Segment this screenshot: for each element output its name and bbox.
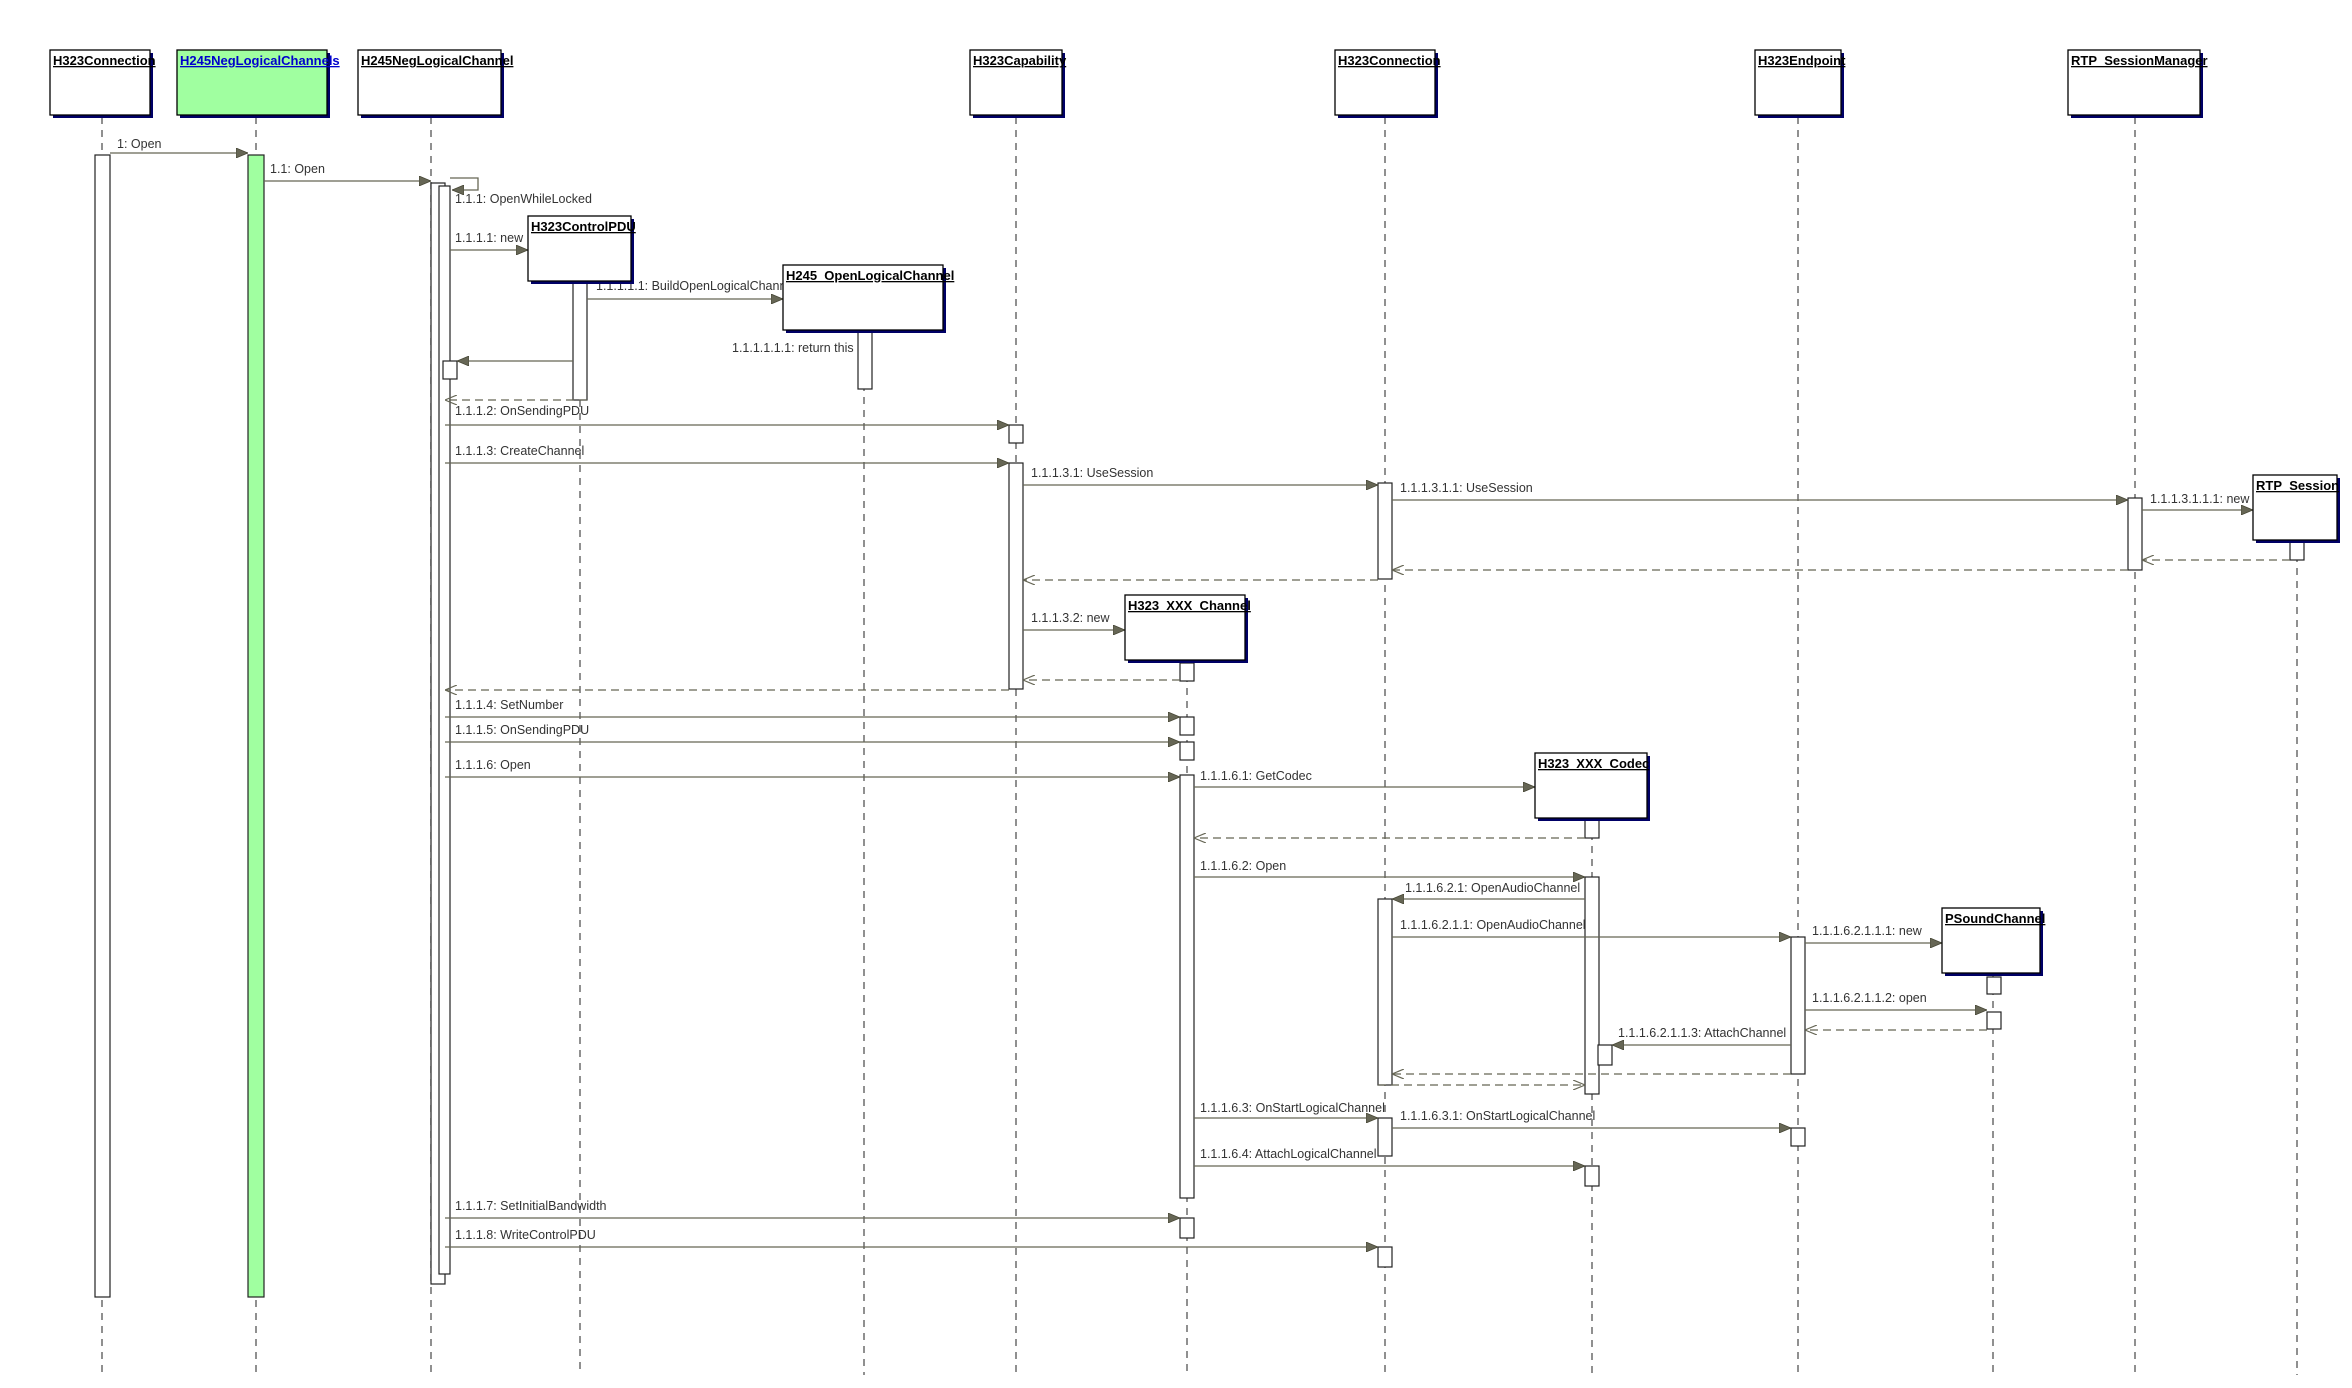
activation-bar xyxy=(1597,1044,1613,1066)
activation-bars xyxy=(94,154,2305,1298)
object-box xyxy=(782,264,944,331)
message-label: 1.1.1.3.1.1.1: new xyxy=(2150,492,2250,506)
activation-bar xyxy=(438,185,451,1275)
message-label: 1.1.1.6.2.1: OpenAudioChannel xyxy=(1405,881,1580,895)
activation-bar xyxy=(1986,976,2002,995)
message-label: 1.1.1.6.2.1.1.3: AttachChannel xyxy=(1618,1026,1786,1040)
object-box xyxy=(357,49,502,116)
object-name: H245_OpenLogicalChannel xyxy=(786,268,954,283)
message-label: 1.1.1.3.2: new xyxy=(1031,611,1111,625)
activation-bar xyxy=(1008,462,1024,690)
object-box xyxy=(49,49,151,116)
activation-bar xyxy=(857,329,873,390)
message-label: 1.1: Open xyxy=(270,162,325,176)
object-box xyxy=(1534,752,1648,819)
activation-bar xyxy=(2289,541,2305,561)
object-h323controlpdu-7[interactable]: H323ControlPDU xyxy=(527,215,636,284)
activation-bar xyxy=(1179,1217,1195,1239)
message-label: 1.1.1.6: Open xyxy=(455,758,531,772)
object-name: H323Connection xyxy=(1338,53,1441,68)
activation-bar xyxy=(94,154,111,1298)
object-h323endpoint-5[interactable]: H323Endpoint xyxy=(1754,49,1846,118)
object-name: PSoundChannel xyxy=(1945,911,2045,926)
message-label: 1.1.1.6.3.1: OnStartLogicalChannel xyxy=(1400,1109,1595,1123)
message-label: 1.1.1.6.3: OnStartLogicalChannel xyxy=(1200,1101,1385,1115)
message-label: 1.1.1.6.2.1.1.1: new xyxy=(1812,924,1923,938)
message-label: 1.1.1.1.1.1: return this xyxy=(732,341,854,355)
object-box xyxy=(2067,49,2201,116)
object-name: H323_XXX_Codec xyxy=(1538,756,1649,771)
object-h323capability-3[interactable]: H323Capability xyxy=(969,49,1067,118)
object-name: H323Connection xyxy=(53,53,156,68)
activation-bar xyxy=(1986,1011,2002,1030)
message-label: 1.1.1.5: OnSendingPDU xyxy=(455,723,589,737)
activation-bar xyxy=(442,360,458,380)
object-box xyxy=(1334,49,1436,116)
object-h245neglogicalchannel-2[interactable]: H245NegLogicalChannel xyxy=(357,49,513,118)
object-h323connection-0[interactable]: H323Connection xyxy=(49,49,156,118)
object-name: RTP_Session xyxy=(2256,478,2339,493)
object-rtp-session-9[interactable]: RTP_Session xyxy=(2252,474,2340,543)
object-box xyxy=(1941,907,2041,974)
activation-bar xyxy=(1790,1127,1806,1147)
object-psoundchannel-12[interactable]: PSoundChannel xyxy=(1941,907,2045,976)
message-label: 1.1.1.3.1.1: UseSession xyxy=(1400,481,1533,495)
object-h323-xxx-codec-11[interactable]: H323_XXX_Codec xyxy=(1534,752,1650,821)
message-label: 1.1.1.7: SetInitialBandwidth xyxy=(455,1199,607,1213)
object-name: H323Endpoint xyxy=(1758,53,1846,68)
object-box xyxy=(1754,49,1842,116)
activation-bar xyxy=(2127,497,2143,571)
messages: 1: Open 1.1: Open 1.1.1: OpenWhileLocked 1.… xyxy=(110,137,2290,1247)
object-box xyxy=(527,215,632,282)
message-label: 1.1.1.1.1: BuildOpenLogicalChannel xyxy=(596,279,796,293)
message-label: 1.1.1.3: CreateChannel xyxy=(455,444,584,458)
activation-bar xyxy=(247,154,265,1298)
activation-bar xyxy=(1377,482,1393,580)
activation-bar xyxy=(1008,424,1024,444)
object-name: H323ControlPDU xyxy=(531,219,636,234)
activation-bar xyxy=(1179,741,1195,761)
message-label: 1.1.1.6.4: AttachLogicalChannel xyxy=(1200,1147,1377,1161)
object-box xyxy=(2252,474,2338,541)
message-label: 1: Open xyxy=(117,137,162,151)
activation-bar xyxy=(1584,1165,1600,1187)
object-name: H245NegLogicalChannel xyxy=(361,53,513,68)
object-name: RTP_SessionManager xyxy=(2071,53,2208,68)
message-label: 1.1.1: OpenWhileLocked xyxy=(455,192,592,206)
activation-bar xyxy=(1790,936,1806,1075)
activation-bar xyxy=(1377,898,1393,1086)
object-box xyxy=(1124,594,1246,661)
activation-bar xyxy=(1584,876,1600,1095)
activation-bar xyxy=(1377,1117,1393,1157)
self-message-arrow xyxy=(450,177,479,190)
message-label: 1.1.1.4: SetNumber xyxy=(455,698,563,712)
activation-bar xyxy=(1377,1246,1393,1268)
message-label: 1.1.1.6.2.1.1.2: open xyxy=(1812,991,1927,1005)
message-label: 1.1.1.6.2.1.1: OpenAudioChannel xyxy=(1400,918,1586,932)
message-label: 1.1.1.8: WriteControlPDU xyxy=(455,1228,596,1242)
object-h323-xxx-channel-10[interactable]: H323_XXX_Channel xyxy=(1124,594,1251,663)
object-name: H245NegLogicalChannels xyxy=(180,53,340,68)
activation-bar xyxy=(1179,716,1195,736)
activation-bar xyxy=(1584,819,1600,839)
message-label: 1.1.1.2: OnSendingPDU xyxy=(455,404,589,418)
message-label: 1.1.1.3.1: UseSession xyxy=(1031,466,1153,480)
activation-bar xyxy=(1179,774,1195,1199)
activation-bar xyxy=(1179,662,1195,682)
object-box xyxy=(969,49,1063,116)
object-h323connection-4[interactable]: H323Connection xyxy=(1334,49,1441,118)
object-h245neglogicalchannels-1[interactable]: H245NegLogicalChannels xyxy=(176,49,340,118)
object-h245-openlogicalchannel-8[interactable]: H245_OpenLogicalChannel xyxy=(782,264,954,333)
message-label: 1.1.1.6.1: GetCodec xyxy=(1200,769,1312,783)
object-box xyxy=(176,49,328,116)
message-label: 1.1.1.1: new xyxy=(455,231,524,245)
activation-bar xyxy=(572,280,588,401)
object-name: H323Capability xyxy=(973,53,1067,68)
object-rtp-sessionmanager-6[interactable]: RTP_SessionManager xyxy=(2067,49,2208,118)
object-name: H323_XXX_Channel xyxy=(1128,598,1251,613)
message-label: 1.1.1.6.2: Open xyxy=(1200,859,1286,873)
